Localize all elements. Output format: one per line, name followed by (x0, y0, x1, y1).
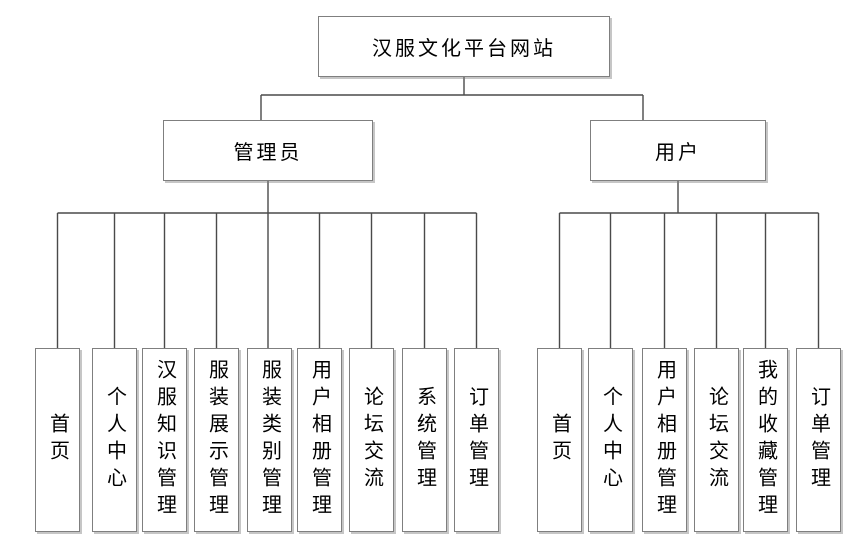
node-label: 服装类别管理 (258, 359, 281, 521)
node-label: 个人中心 (103, 386, 126, 494)
node-label: 订单管理 (807, 386, 830, 494)
node-admin-hanfu-knowledge-mgmt: 汉服知识管理 (142, 348, 187, 532)
node-root: 汉服文化平台网站 (318, 16, 610, 77)
node-label: 用户相册管理 (308, 359, 331, 521)
node-label: 汉服知识管理 (153, 359, 176, 521)
node-user-profile-center: 个人中心 (588, 348, 633, 532)
node-user-favorites-mgmt: 我的收藏管理 (743, 348, 788, 532)
node-label: 首页 (548, 413, 571, 467)
node-user-forum-exchange: 论坛交流 (694, 348, 739, 532)
node-admin-clothing-category-mgmt: 服装类别管理 (247, 348, 292, 532)
node-user-label: 用户 (655, 142, 701, 164)
node-user: 用户 (590, 120, 766, 181)
node-admin-home: 首页 (35, 348, 80, 532)
node-label: 订单管理 (465, 386, 488, 494)
node-label: 论坛交流 (360, 386, 383, 494)
node-admin-user-album-mgmt: 用户相册管理 (297, 348, 342, 532)
node-label: 个人中心 (599, 386, 622, 494)
node-label: 用户相册管理 (653, 359, 676, 521)
admin-children-connector (56, 181, 478, 349)
node-label: 我的收藏管理 (754, 359, 777, 521)
node-label: 服装展示管理 (205, 359, 228, 521)
node-admin-system-mgmt: 系统管理 (402, 348, 447, 532)
node-admin-clothing-display-mgmt: 服装展示管理 (194, 348, 239, 532)
node-label: 首页 (46, 413, 69, 467)
user-children-connector (558, 181, 820, 349)
node-user-order-mgmt: 订单管理 (796, 348, 841, 532)
node-user-home: 首页 (537, 348, 582, 532)
root-branch-connector (260, 77, 644, 121)
node-admin-profile-center: 个人中心 (92, 348, 137, 532)
node-admin-label: 管理员 (233, 142, 303, 164)
node-root-label: 汉服文化平台网站 (372, 38, 556, 60)
node-label: 论坛交流 (705, 386, 728, 494)
node-admin-forum-exchange: 论坛交流 (349, 348, 394, 532)
node-user-album-mgmt: 用户相册管理 (642, 348, 687, 532)
node-admin-order-mgmt: 订单管理 (454, 348, 499, 532)
node-admin: 管理员 (163, 120, 373, 181)
node-label: 系统管理 (413, 386, 436, 494)
